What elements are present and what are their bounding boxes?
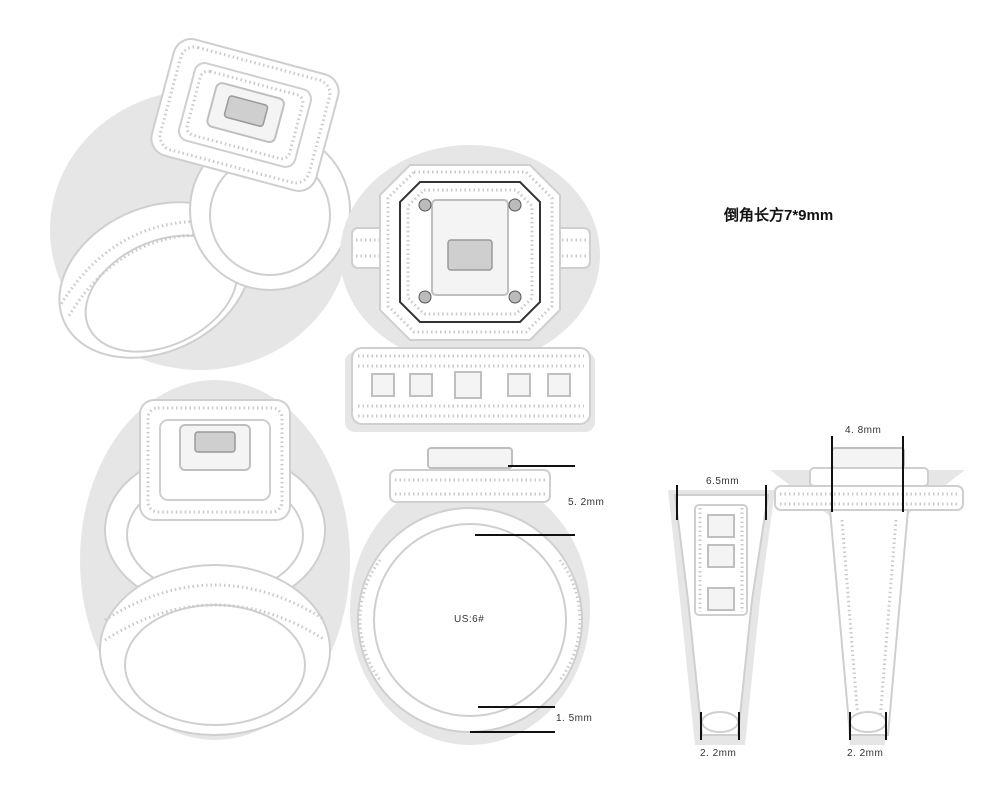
shank-thickness-label: 1. 5mm [556, 713, 593, 724]
band-flat-view [345, 347, 595, 432]
top-view-halo [340, 145, 600, 365]
side-top-label: 4. 8mm [845, 425, 882, 436]
stone-shape-title: 倒角长方7*9mm [724, 207, 834, 224]
side-view-dimension-lines [470, 465, 575, 733]
side-bottom-label: 2. 2mm [847, 748, 884, 759]
top-height-label: 5. 2mm [568, 497, 605, 508]
ring-size-label: US:6# [454, 614, 485, 625]
front-width-label: 6.5mm [706, 476, 740, 487]
front-bottom-label: 2. 2mm [700, 748, 737, 759]
perspective-view-top [50, 38, 351, 370]
front-profile-view [668, 485, 775, 745]
perspective-view-bottom [80, 380, 350, 740]
side-view-round [350, 447, 590, 745]
side-profile-view [770, 436, 965, 745]
